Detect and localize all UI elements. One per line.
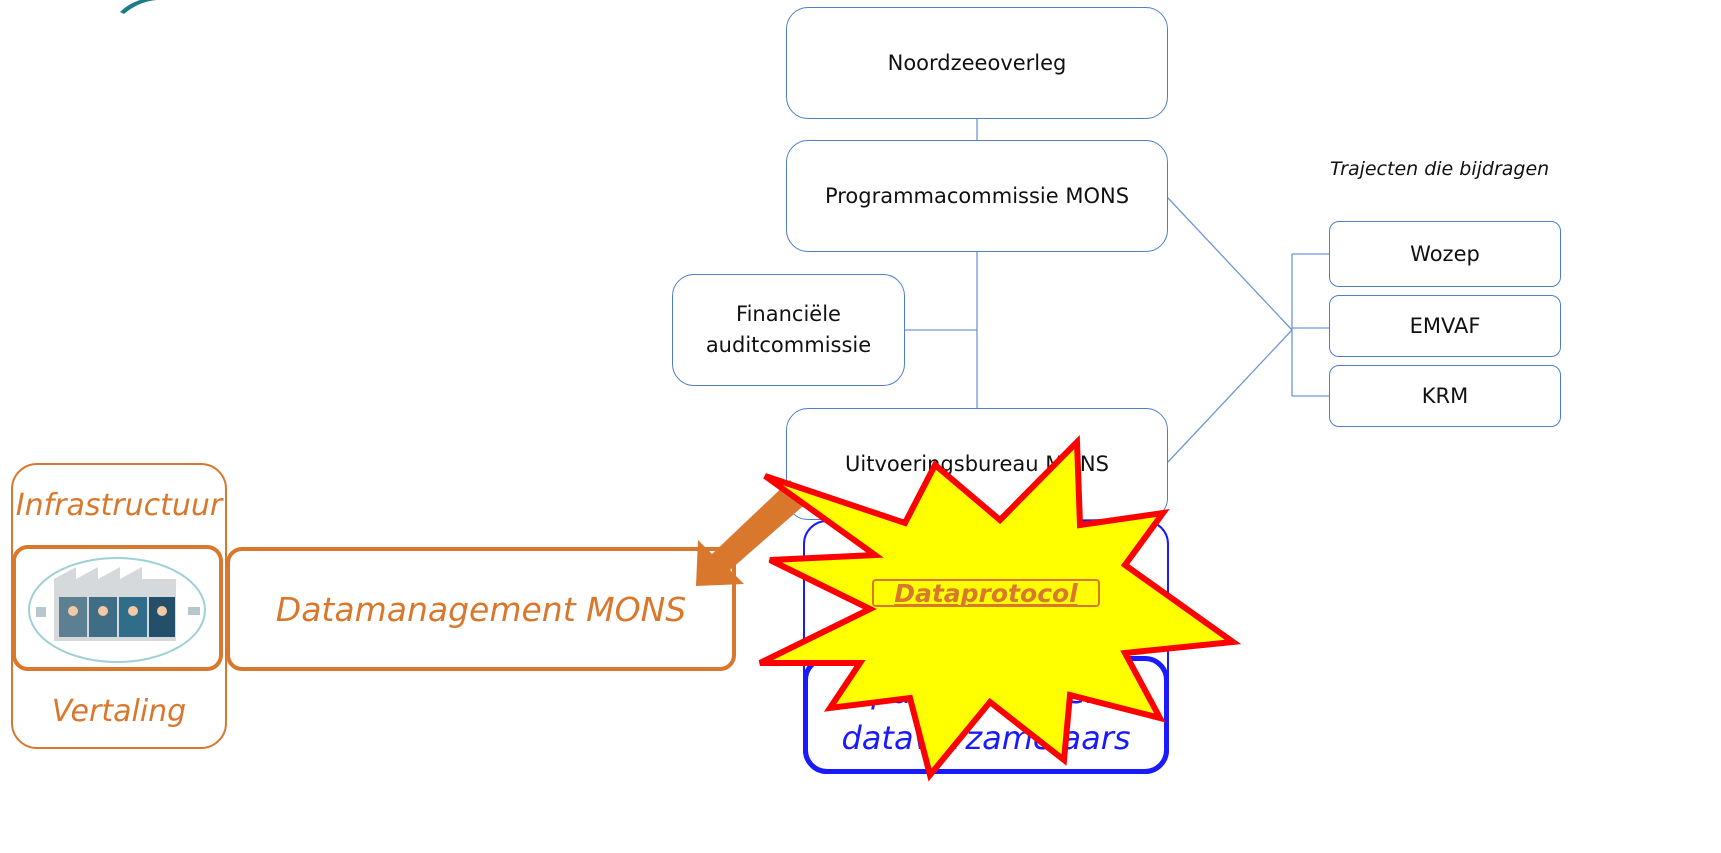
- programmacommissie-label: Programmacommissie MONS: [824, 183, 1130, 208]
- datamanagement-box[interactable]: Datamanagement MONS: [226, 547, 736, 671]
- traject-wozep-box[interactable]: Wozep: [1329, 221, 1561, 287]
- infrastructure-label: Infrastructuur: [15, 487, 223, 523]
- factory-illustration-icon: [28, 557, 206, 663]
- factory-image-frame: [12, 545, 223, 671]
- dataprotocol-label: Dataprotocol: [894, 578, 1078, 608]
- audit-commission-label-line1: Financiële: [736, 302, 841, 326]
- noordzeeoverleg-label: Noordzeeoverleg: [887, 50, 1067, 75]
- traject-label: KRM: [1421, 384, 1469, 408]
- logo-fragment-icon: [120, 0, 156, 14]
- programmacommissie-box[interactable]: Programmacommissie MONS: [786, 140, 1168, 252]
- audit-commission-box[interactable]: Financiële auditcommissie: [672, 274, 905, 386]
- traject-krm-box[interactable]: KRM: [1329, 365, 1561, 427]
- noordzeeoverleg-box[interactable]: Noordzeeoverleg: [786, 7, 1168, 119]
- trajects-heading: Trajecten die bijdragen: [1330, 158, 1550, 180]
- traject-emvaf-box[interactable]: EMVAF: [1329, 295, 1561, 357]
- traject-label: EMVAF: [1409, 314, 1481, 338]
- traject-label: Wozep: [1410, 242, 1480, 266]
- translation-label: Vertaling: [51, 693, 187, 729]
- dataprotocol-label-frame[interactable]: Dataprotocol: [872, 578, 1100, 608]
- audit-commission-label-line2: auditcommissie: [705, 333, 872, 357]
- contractors-line2: dataverzamelaars: [841, 719, 1131, 757]
